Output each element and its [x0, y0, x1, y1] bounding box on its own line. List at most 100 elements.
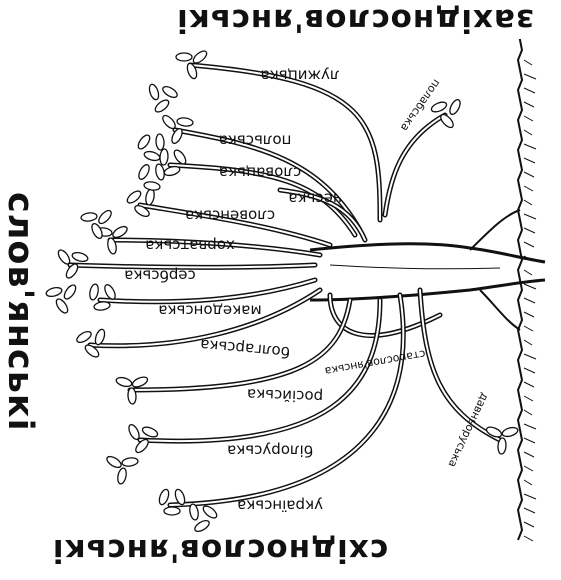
ground-hatch [524, 186, 533, 191]
ground-line-stroke [518, 40, 522, 540]
leaf [154, 163, 165, 180]
leaf [127, 423, 141, 441]
ground-hatch [524, 340, 532, 345]
leaf [193, 518, 211, 533]
leaf [201, 504, 218, 520]
ground-hatch [524, 396, 533, 401]
ground-hatch [524, 480, 532, 485]
branch-label-2: польська [219, 132, 292, 150]
leaf [105, 454, 123, 469]
ground-hatch [524, 508, 535, 513]
leaf [155, 134, 164, 151]
ground-hatch [524, 172, 534, 177]
leaf [71, 251, 89, 263]
leaf [161, 113, 178, 130]
ground-hatch [524, 270, 532, 275]
branch-label-11: російська [247, 385, 324, 406]
leaf [144, 181, 161, 191]
leaf [501, 426, 519, 438]
bark-line [330, 265, 500, 269]
ground-hatch [524, 410, 532, 415]
branch-label-0: лужицька [260, 67, 339, 85]
ground-hatch [524, 298, 535, 303]
leaf [81, 212, 98, 222]
leaf [161, 84, 179, 99]
leaf [122, 457, 139, 467]
ground-hatch [524, 312, 534, 317]
leaf [90, 222, 104, 240]
branch-1 [385, 115, 445, 215]
ground-hatch [524, 466, 533, 471]
ground-hatch [524, 452, 534, 457]
branch-label-7: сербська [124, 267, 196, 285]
leaf [56, 248, 72, 266]
ground-hatch [524, 116, 533, 121]
leaf [127, 388, 136, 405]
ground-hatch [524, 382, 534, 387]
leaf [88, 283, 99, 300]
leaf [115, 376, 133, 388]
leaf [136, 133, 152, 151]
ground-hatch [524, 242, 534, 247]
leaf [131, 375, 149, 389]
ground-line [518, 40, 536, 541]
trunk-upper-edge [310, 244, 545, 262]
leaf [159, 149, 168, 166]
ground-hatch [524, 494, 536, 499]
branch-label-3: словацька [219, 164, 301, 182]
leaf [116, 467, 127, 484]
ground-hatch [524, 284, 536, 289]
ground-hatch [524, 536, 533, 541]
leaf [94, 301, 111, 311]
ground-hatch [524, 522, 534, 527]
root [480, 290, 520, 330]
ground-hatch [524, 88, 535, 93]
leaf [148, 83, 161, 101]
ground-hatch [524, 438, 535, 443]
leaf [54, 297, 70, 315]
branch-label-13: українська [237, 497, 323, 515]
leaf [497, 438, 506, 455]
branch-label-9: болгарська [199, 336, 290, 362]
ground-hatch [524, 74, 536, 79]
leaf [45, 286, 63, 298]
ground-hatch [524, 326, 533, 331]
leaf [430, 100, 448, 114]
ground-hatch [524, 228, 535, 233]
ground-hatch [524, 130, 532, 135]
branch-inner-14 [420, 290, 500, 440]
branch-label-12: білоруська [227, 442, 313, 460]
branch-label-8: македонська [158, 302, 262, 320]
root [470, 210, 520, 250]
leaf [62, 283, 78, 301]
branch-label-6: хорватська [145, 237, 235, 255]
branch-label-5: словенська [185, 207, 275, 225]
ground-hatch [524, 424, 536, 429]
branch-label-4: чеська [288, 190, 341, 208]
ground-hatch [524, 158, 535, 163]
ground-hatch [524, 200, 532, 205]
ground-hatch [524, 144, 536, 149]
leaf [64, 262, 80, 280]
leaf [485, 425, 503, 439]
leaf [145, 188, 156, 205]
trunk-lower-edge [310, 280, 545, 300]
leaf [177, 117, 194, 127]
ground-hatch [524, 60, 532, 65]
leaf [97, 208, 114, 225]
leaf [176, 53, 192, 61]
leaf [164, 507, 180, 515]
leaf [163, 165, 181, 177]
leaf [448, 98, 462, 116]
leaf [137, 163, 152, 181]
ground-hatch [524, 102, 534, 107]
leaf [170, 127, 184, 145]
ground-hatch [524, 354, 536, 359]
leaf [141, 425, 159, 439]
leaf [191, 49, 208, 65]
leaf [111, 224, 129, 239]
leaf [75, 329, 93, 344]
branch-inner-1 [385, 115, 445, 215]
